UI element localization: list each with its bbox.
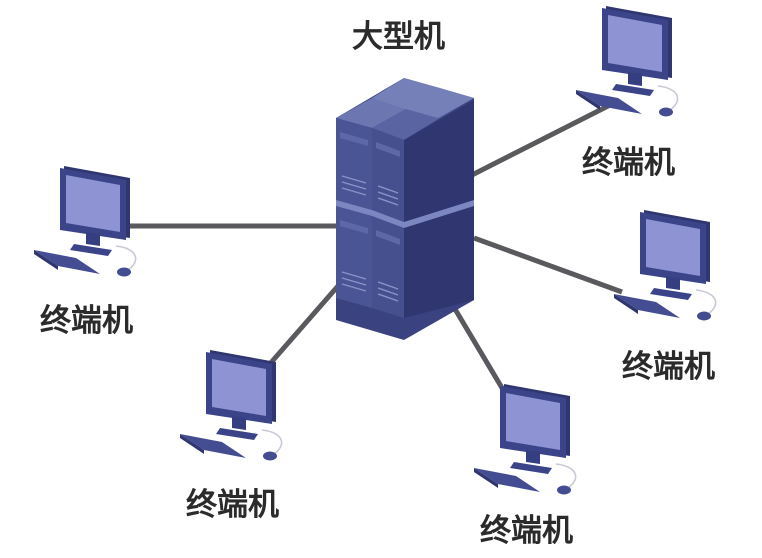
server-rack-icon: [336, 78, 474, 340]
terminal-top-right: [575, 5, 679, 118]
desktop-computer-icon: [575, 5, 679, 118]
connector-line-bottom-right: [449, 302, 511, 400]
desktop-computer-icon: [473, 383, 577, 496]
terminal-right: [613, 209, 717, 322]
desktop-computer-icon: [613, 209, 717, 322]
terminal-left: [33, 165, 137, 278]
connector-line-top-right: [468, 101, 614, 179]
terminal-label-bottom-right: 终端机: [480, 513, 573, 549]
desktop-computer-icon: [33, 165, 137, 278]
terminal-bottom-right: [473, 383, 577, 496]
terminal-bottom-left: [179, 349, 283, 462]
desktop-computer-icon: [179, 349, 283, 462]
terminal-label-right: 终端机: [622, 349, 715, 385]
mainframe-label: 大型机: [352, 19, 445, 55]
terminal-label-bottom-left: 终端机: [186, 487, 279, 523]
terminal-label-top-right: 终端机: [582, 145, 675, 181]
connector-line-right: [473, 235, 623, 295]
connector-lines: [120, 101, 623, 400]
terminal-label-left: 终端机: [40, 303, 133, 339]
